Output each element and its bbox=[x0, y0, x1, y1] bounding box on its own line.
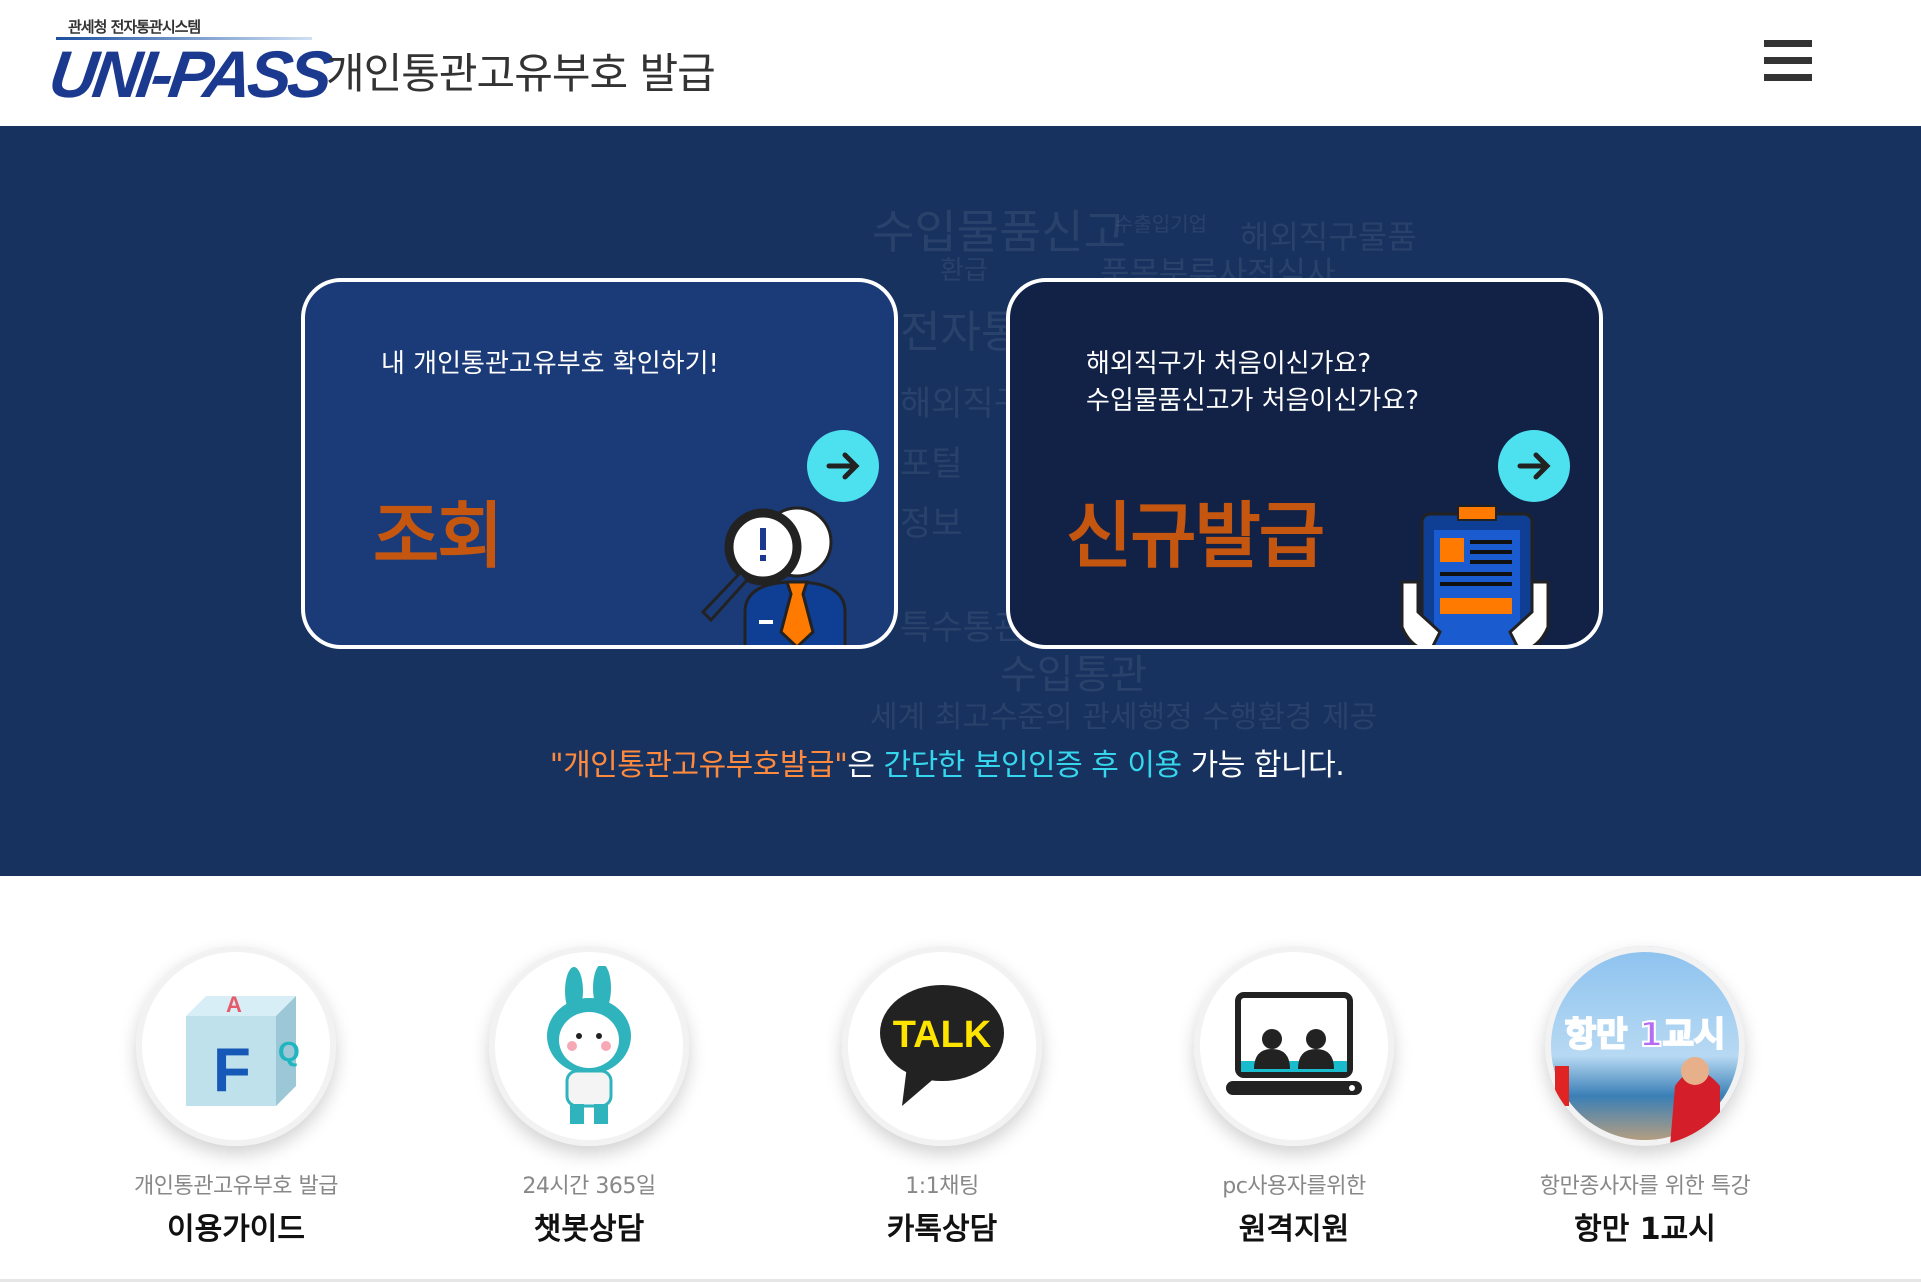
svg-text:A: A bbox=[226, 992, 242, 1017]
magnifier-person-icon bbox=[700, 506, 847, 645]
svg-text:F: F bbox=[213, 1036, 251, 1105]
service-subtitle: 항만종사자를 위한 특강 bbox=[1539, 1174, 1751, 1199]
talk-bubble-icon: TALK bbox=[842, 946, 1042, 1146]
notice-highlight: 간단한 본인인증 후 이용 bbox=[883, 748, 1183, 783]
bg-word: 해외직구 bbox=[900, 384, 1026, 424]
service-subtitle: 24시간 365일 bbox=[522, 1174, 656, 1199]
new-issue-card[interactable]: 해외직구가 처음이신가요? 수입물품신고가 처음이신가요? 신규발급 bbox=[1006, 278, 1603, 649]
svg-text:Q: Q bbox=[278, 1036, 300, 1067]
divider bbox=[0, 1279, 1921, 1282]
logo-subtitle: 관세청 전자통관시스템 bbox=[68, 18, 201, 36]
service-subtitle: 개인통관고유부호 발급 bbox=[134, 1174, 338, 1199]
new-issue-title: 신규발급 bbox=[1066, 494, 1325, 578]
clipboard-hands-icon bbox=[1400, 505, 1550, 645]
service-title: 원격지원 bbox=[1238, 1212, 1350, 1247]
bg-word: 해외직구물품 bbox=[1240, 218, 1417, 256]
bg-word: 수출입기업 bbox=[1115, 212, 1207, 236]
service-subtitle: pc사용자를위한 bbox=[1222, 1174, 1366, 1199]
bg-word: 특수통관 bbox=[900, 608, 1026, 648]
svg-text:TALK: TALK bbox=[893, 1014, 992, 1056]
service-title: 이용가이드 bbox=[167, 1212, 305, 1247]
svg-text:항만 1교시: 항만 1교시 bbox=[1565, 1015, 1726, 1055]
lookup-card[interactable]: 내 개인통관고유부호 확인하기! 조회 bbox=[301, 278, 898, 649]
bg-word: 환급 bbox=[940, 256, 988, 286]
service-port-lecture[interactable]: 항만 1교시 항만종사자를 위한 특강 항만 1교시 bbox=[1515, 946, 1775, 1248]
arrow-right-icon[interactable] bbox=[1498, 430, 1570, 502]
subtitle-line: 해외직구가 처음이신가요? bbox=[1086, 349, 1372, 379]
notice-service-name: "개인통관고유부호발급" bbox=[549, 748, 848, 783]
service-kakaotalk[interactable]: TALK 1:1채팅 카톡상담 bbox=[812, 946, 1072, 1248]
bg-word: 포털 bbox=[900, 444, 963, 484]
bg-word: 수입물품신고 bbox=[872, 205, 1126, 259]
page-title: 개인통관고유부호 발급 bbox=[326, 49, 716, 98]
bg-word: 정보 bbox=[900, 504, 963, 544]
notice-text-part: 가능 합니다. bbox=[1181, 748, 1345, 783]
bg-word: 세계 최고수준의 관세행정 수행환경 제공 bbox=[870, 700, 1378, 735]
rabbit-mascot-icon bbox=[489, 946, 689, 1146]
service-subtitle: 1:1채팅 bbox=[905, 1174, 979, 1199]
hamburger-icon[interactable] bbox=[1764, 40, 1812, 86]
header: 관세청 전자통관시스템 UNI-PASS 개인통관고유부호 발급 bbox=[0, 0, 1921, 126]
notice-text-part: 은 bbox=[847, 748, 884, 783]
lookup-title: 조회 bbox=[373, 494, 503, 578]
service-remote-support[interactable]: pc사용자를위한 원격지원 bbox=[1164, 946, 1424, 1248]
new-issue-subtitle: 해외직구가 처음이신가요? 수입물품신고가 처음이신가요? bbox=[1086, 346, 1419, 420]
bg-word: 전자통 bbox=[900, 307, 1022, 358]
logo-line bbox=[56, 37, 312, 40]
remote-support-icon bbox=[1194, 946, 1394, 1146]
unipass-logo[interactable]: UNI-PASS bbox=[44, 37, 334, 111]
port-lecture-thumbnail: 항만 1교시 bbox=[1545, 946, 1745, 1146]
service-title: 항만 1교시 bbox=[1574, 1212, 1716, 1247]
arrow-right-icon[interactable] bbox=[807, 430, 879, 502]
service-chatbot[interactable]: 24시간 365일 챗봇상담 bbox=[459, 946, 719, 1248]
bg-word: 수입통관 bbox=[1000, 652, 1148, 698]
notice-text: "개인통관고유부호발급"은 간단한 본인인증 후 이용 가능 합니다. bbox=[0, 740, 1894, 784]
subtitle-line: 수입물품신고가 처음이신가요? bbox=[1086, 386, 1420, 416]
lookup-subtitle: 내 개인통관고유부호 확인하기! bbox=[381, 349, 719, 379]
service-title: 챗봇상담 bbox=[533, 1212, 645, 1247]
service-title: 카톡상담 bbox=[886, 1212, 998, 1247]
